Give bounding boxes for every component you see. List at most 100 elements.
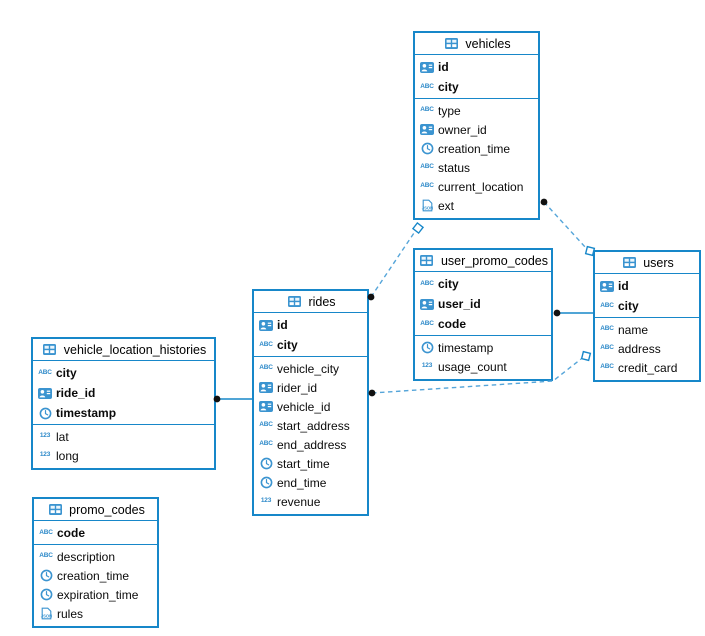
svg-text:JSON: JSON bbox=[421, 206, 432, 211]
column-row-name[interactable]: ABC name bbox=[595, 320, 699, 339]
column-row-timestamp[interactable]: timestamp bbox=[415, 338, 551, 357]
column-row-vehicle_id[interactable]: vehicle_id bbox=[254, 397, 367, 416]
number-type-icon: 123 bbox=[39, 451, 51, 459]
text-type-icon: ABC bbox=[420, 106, 434, 114]
column-label: end_address bbox=[277, 437, 347, 452]
column-row-end_time[interactable]: end_time bbox=[254, 473, 367, 492]
column-label: usage_count bbox=[438, 359, 507, 374]
column-row-description[interactable]: ABC description bbox=[34, 547, 157, 566]
time-type-icon bbox=[36, 407, 54, 420]
relationship-vehicles-users[interactable] bbox=[543, 201, 587, 249]
entity-name: users bbox=[643, 255, 674, 270]
column-row-id[interactable]: id bbox=[415, 57, 538, 77]
column-label: owner_id bbox=[438, 122, 487, 137]
column-row-ride_id[interactable]: ride_id bbox=[33, 383, 214, 403]
column-row-user_id[interactable]: user_id bbox=[415, 294, 551, 314]
id-card-type-icon bbox=[36, 387, 54, 399]
column-label: rules bbox=[57, 606, 84, 621]
column-row-rules[interactable]: JSON rules bbox=[34, 604, 157, 623]
id-card-type-icon bbox=[257, 401, 275, 412]
column-row-creation_time[interactable]: creation_time bbox=[415, 139, 538, 158]
column-row-rider_id[interactable]: rider_id bbox=[254, 378, 367, 397]
table-icon bbox=[285, 296, 303, 307]
entity-promo-codes-header[interactable]: promo_codes bbox=[34, 499, 157, 521]
svg-text:JSON: JSON bbox=[40, 614, 51, 619]
text-type-icon: ABC bbox=[420, 182, 434, 190]
column-row-expiration_time[interactable]: expiration_time bbox=[34, 585, 157, 604]
column-label: long bbox=[56, 448, 79, 463]
entity-name: rides bbox=[308, 294, 336, 309]
column-label: timestamp bbox=[56, 406, 117, 420]
entity-rides-header[interactable]: rides bbox=[254, 291, 367, 313]
entity-vehicles-header[interactable]: vehicles bbox=[415, 33, 538, 55]
relationship-dot-marker bbox=[540, 198, 548, 206]
text-type-icon: ABC bbox=[420, 163, 434, 171]
column-row-creation_time[interactable]: creation_time bbox=[34, 566, 157, 585]
column-row-id[interactable]: id bbox=[254, 315, 367, 335]
table-icon bbox=[442, 38, 460, 49]
table-icon bbox=[46, 504, 64, 515]
number-type-icon: 123 bbox=[39, 432, 51, 440]
column-row-status[interactable]: ABC status bbox=[415, 158, 538, 177]
column-label: creation_time bbox=[438, 141, 511, 156]
column-label: user_id bbox=[438, 297, 481, 311]
column-row-owner_id[interactable]: owner_id bbox=[415, 120, 538, 139]
relationship-rides-vehicles[interactable] bbox=[370, 232, 415, 298]
column-row-city[interactable]: ABC city bbox=[254, 335, 367, 355]
column-label: name bbox=[618, 322, 649, 337]
relationship-dot-marker bbox=[368, 389, 376, 397]
entity-user-promo-codes-header[interactable]: user_promo_codes bbox=[415, 250, 551, 272]
text-type-icon: ABC bbox=[600, 325, 614, 333]
column-label: vehicle_id bbox=[277, 399, 331, 414]
column-label: city bbox=[277, 338, 298, 352]
id-card-type-icon bbox=[257, 382, 275, 393]
text-type-icon: ABC bbox=[420, 82, 434, 90]
column-label: id bbox=[618, 279, 629, 293]
entity-vehicle-location-histories-header[interactable]: vehicle_location_histories bbox=[33, 339, 214, 361]
column-row-id[interactable]: id bbox=[595, 276, 699, 296]
column-label: vehicle_city bbox=[277, 361, 340, 376]
column-label: id bbox=[438, 60, 449, 74]
entity-users-header[interactable]: users bbox=[595, 252, 699, 274]
text-type-icon: ABC bbox=[600, 363, 614, 371]
column-label: status bbox=[438, 160, 471, 175]
time-type-icon bbox=[257, 476, 275, 489]
column-row-timestamp[interactable]: timestamp bbox=[33, 403, 214, 423]
column-label: description bbox=[57, 549, 116, 564]
column-row-long[interactable]: 123 long bbox=[33, 446, 214, 465]
column-label: code bbox=[438, 317, 467, 331]
json-type-icon: JSON bbox=[418, 199, 436, 212]
text-type-icon: ABC bbox=[259, 340, 273, 348]
column-row-start_time[interactable]: start_time bbox=[254, 454, 367, 473]
text-type-icon: ABC bbox=[39, 552, 53, 560]
id-card-type-icon bbox=[418, 298, 436, 310]
